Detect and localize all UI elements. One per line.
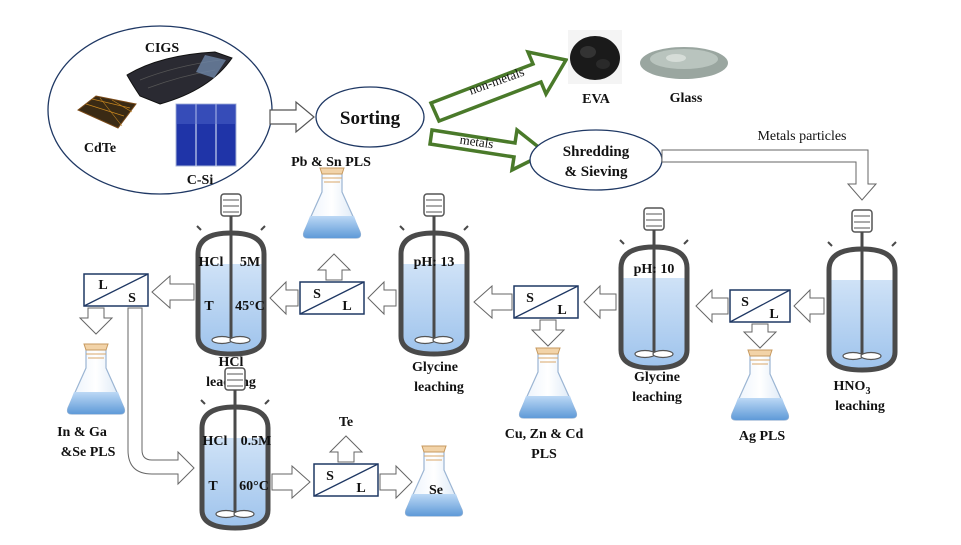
svg-text:S: S: [741, 295, 749, 310]
in-ga-se-flask: [66, 343, 126, 415]
cu-pls-label-2: PLS: [531, 447, 557, 462]
in-pls-label-1: In & Ga: [57, 425, 107, 440]
cu-zn-cd-flask: [518, 347, 578, 419]
glycine-reactor-1: [620, 208, 688, 368]
hcl2-temp: 60°C: [239, 479, 269, 494]
hcl-t: T: [204, 299, 214, 314]
shredding-label-1: Shredding: [563, 144, 630, 160]
ag-pls-label: Ag PLS: [739, 429, 786, 444]
sl-separator-te: S L: [313, 463, 379, 497]
ag-flask: [730, 349, 790, 421]
arrow-to-sorting: [269, 100, 315, 134]
glycine1-label-1: Glycine: [634, 370, 680, 385]
svg-text:S: S: [128, 291, 136, 306]
hno3-reactor: [828, 210, 896, 370]
shredding-label-2: & Sieving: [565, 164, 628, 180]
sl-separator-ag: S L: [729, 289, 791, 323]
hno3-label: HNO3: [834, 379, 871, 397]
hcl2-conc: 0.5M: [241, 434, 272, 449]
metals-label: metals: [459, 132, 495, 152]
svg-text:L: L: [557, 303, 566, 318]
hcl-label-1: HCl: [219, 355, 244, 370]
svg-text:L: L: [98, 278, 107, 293]
hcl-temp: 45°C: [235, 299, 265, 314]
glycine2-ph: pH: 13: [414, 255, 455, 270]
svg-text:S: S: [313, 287, 321, 302]
pb-sn-flask: [302, 167, 362, 239]
glycine2-label-2: leaching: [414, 380, 464, 395]
cdte-label: CdTe: [84, 141, 116, 156]
sorting-label: Sorting: [340, 108, 401, 129]
hno3-label-2: leaching: [835, 399, 885, 414]
svg-text:S: S: [326, 469, 334, 484]
eva-image: [568, 30, 622, 84]
svg-text:L: L: [342, 299, 351, 314]
svg-text:L: L: [356, 481, 365, 496]
non-metals-arrow: [428, 49, 569, 124]
hcl-conc: 5M: [240, 255, 260, 270]
svg-text:S: S: [526, 291, 534, 306]
se-label: Se: [429, 483, 443, 498]
shredding-node: [529, 129, 663, 191]
se-flask: [404, 445, 464, 517]
glycine1-label-2: leaching: [632, 390, 682, 405]
sorting-node: [315, 86, 425, 148]
cu-pls-label-1: Cu, Zn & Cd: [505, 427, 584, 442]
metals-particles-arrow: [661, 149, 878, 201]
sl-separator-cu: S L: [513, 285, 579, 319]
hcl2-t: T: [208, 479, 218, 494]
cigs-panel-image: [126, 51, 233, 105]
glass-label: Glass: [670, 91, 703, 106]
flow-arrows: [78, 253, 825, 500]
sl-separator-in: L S: [83, 273, 149, 307]
eva-label: EVA: [582, 92, 611, 107]
te-label: Te: [339, 415, 353, 430]
in-pls-label-2: &Se PLS: [61, 445, 116, 460]
glycine2-label-1: Glycine: [412, 360, 458, 375]
glass-image: [640, 47, 728, 79]
csi-panel-image: [175, 103, 237, 167]
glycine-reactor-2: [400, 194, 468, 354]
glycine1-ph: pH: 10: [634, 262, 675, 277]
sl-separator-pb: S L: [299, 281, 365, 315]
hcl-acid: HCl: [199, 255, 224, 270]
pb-sn-pls-label: Pb & Sn PLS: [291, 155, 371, 170]
csi-label: C-Si: [187, 173, 214, 188]
hcl2-acid: HCl: [203, 434, 228, 449]
hcl-5m-reactor: [197, 194, 265, 354]
metals-arrow: [428, 126, 550, 174]
metals-particles-label: Metals particles: [757, 129, 846, 144]
cigs-label: CIGS: [145, 41, 179, 56]
svg-text:L: L: [769, 307, 778, 322]
cdte-panel-image: [77, 95, 137, 129]
